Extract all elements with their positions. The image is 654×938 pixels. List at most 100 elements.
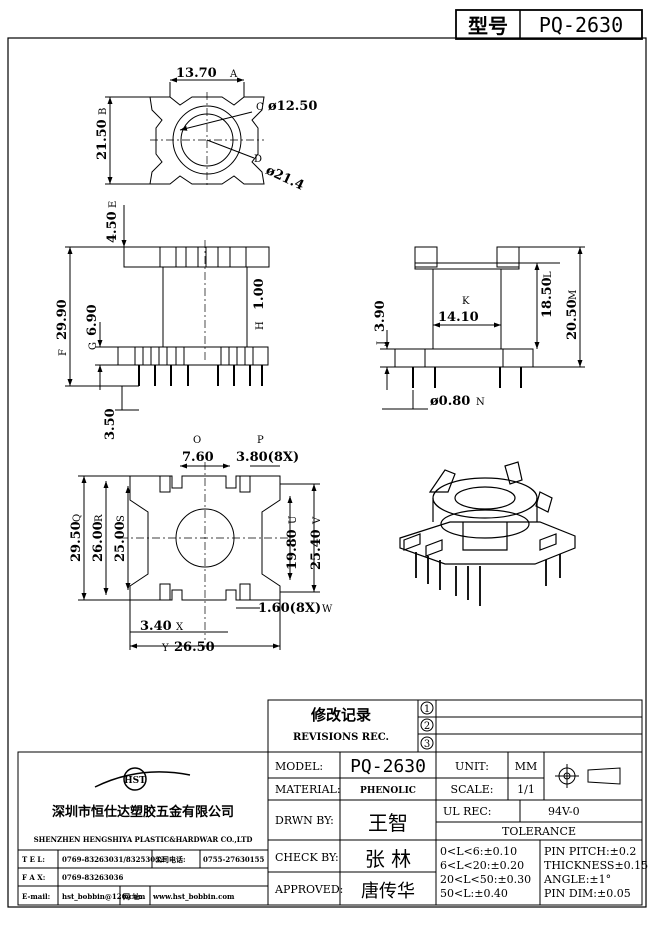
tag-h: H	[255, 321, 266, 330]
top-view	[105, 77, 265, 188]
unit-label: UNIT:	[455, 760, 489, 773]
dim-h: 1.00	[252, 278, 267, 310]
dim-o: 7.60	[182, 450, 214, 465]
check-label: CHECK BY:	[275, 851, 339, 864]
tag-x: X	[176, 622, 184, 633]
email-value: hst_bobbin@126.com	[62, 892, 146, 901]
check-value: 张 林	[365, 847, 411, 871]
tag-n: N	[476, 397, 485, 408]
model-value: PQ-2630	[350, 756, 426, 777]
dim-pin-len: 3.50	[103, 408, 118, 440]
dim-b: 21.50	[95, 119, 110, 160]
dim-k: 14.10	[438, 310, 479, 325]
tol2-row-2: THICKNESS±0.15	[544, 859, 648, 872]
dim-r: 26.00	[91, 521, 106, 562]
company-name-cn: 深圳市恒仕达塑胶五金有限公司	[52, 804, 234, 820]
tag-r: R	[94, 514, 105, 522]
dim-d: ø21.4	[263, 163, 306, 194]
title-model: PQ-2630	[539, 13, 623, 37]
tag-s: S	[116, 515, 127, 522]
rev-3: 3	[424, 739, 430, 750]
ul-value: 94V-0	[548, 805, 580, 818]
tol2-row-1: PIN PITCH:±0.2	[544, 845, 636, 858]
scale-label: SCALE:	[451, 783, 494, 796]
dim-p: 3.80(8X)	[236, 450, 299, 465]
tag-e: E	[108, 201, 119, 208]
side-view	[380, 246, 585, 410]
rev-marker-1	[420, 701, 434, 715]
bottom-view	[78, 462, 320, 650]
projection-symbol-icon	[555, 764, 621, 788]
tag-k: K	[462, 296, 470, 307]
dim-v: 25.40	[309, 529, 324, 570]
email-label: E-mail:	[22, 892, 50, 901]
dim-y: 26.50	[174, 640, 215, 655]
dim-e: 4.50	[105, 211, 120, 243]
rev-marker-3	[420, 736, 434, 750]
company-logo: HST	[94, 767, 191, 791]
tag-u: U	[288, 516, 299, 524]
dim-n: ø0.80	[430, 394, 470, 409]
dim-x: 3.40	[140, 619, 172, 634]
tag-y: Y	[161, 643, 169, 654]
dim-a: 13.70	[176, 66, 217, 81]
tag-v: V	[312, 516, 323, 525]
rev-1: 1	[424, 704, 430, 715]
tag-w: W	[322, 604, 333, 615]
tag-o: O	[193, 435, 201, 446]
model-label: MODEL:	[275, 760, 323, 773]
dim-l: 18.50	[540, 277, 555, 318]
material-value: PHENOLIC	[360, 786, 416, 796]
ul-label: UL REC:	[443, 805, 492, 818]
title-label: 型号	[468, 14, 508, 38]
scale-value: 1/1	[517, 783, 535, 796]
tel-value: 0769-83263031/83253032	[62, 855, 165, 864]
isometric-view	[399, 461, 576, 606]
approved-label: APPROVED:	[274, 883, 343, 896]
tol2-row-4: PIN DIM:±0.05	[544, 887, 631, 900]
tag-q: Q	[72, 514, 83, 522]
dim-s: 25.00	[113, 521, 128, 562]
fax-value: 0769-83263036	[62, 873, 123, 882]
tol-row-4: 50<L:±0.40	[440, 887, 508, 900]
dim-q: 29.50	[69, 521, 84, 562]
material-label: MATERIAL:	[275, 783, 341, 796]
tag-j: J	[376, 341, 387, 346]
tol-row-1: 0<L<6:±0.10	[440, 845, 517, 858]
web-label: 网 址:	[123, 892, 142, 901]
fax-label: F A X:	[22, 873, 45, 882]
rev-2: 2	[424, 721, 430, 732]
phone-value: 0755-27630155	[203, 855, 264, 864]
tag-l: L	[543, 271, 554, 278]
title-box: 型号 PQ-2630	[455, 9, 643, 40]
tolerance-label: TOLERANCE	[502, 825, 576, 838]
dim-j: 3.90	[373, 300, 388, 332]
dim-w: 1.60(8X)	[258, 601, 321, 616]
dim-c: ø12.50	[268, 99, 317, 114]
phone-label: 公司电话:	[155, 855, 186, 864]
logo-text: HST	[124, 776, 146, 786]
revisions-title-en: REVISIONS REC.	[293, 732, 389, 743]
title-block-grid	[17, 699, 643, 906]
tag-d: D	[254, 154, 262, 165]
dim-f: 29.90	[55, 299, 70, 340]
drawn-label: DRWN BY:	[275, 814, 334, 827]
dim-g: 6.90	[85, 304, 100, 336]
dim-m: 20.50	[565, 299, 580, 340]
unit-value: MM	[515, 760, 538, 773]
drawn-value: 王智	[368, 811, 408, 835]
web-value: www.hst_bobbin.com	[152, 892, 235, 901]
revisions-title-cn: 修改记录	[310, 706, 371, 724]
tag-a: A	[229, 69, 238, 80]
tol2-row-3: ANGLE:±1°	[543, 873, 611, 886]
tol-row-2: 6<L<20:±0.20	[440, 859, 524, 872]
company-name-en: SHENZHEN HENGSHIYA PLASTIC&HARDWAR CO.,L…	[34, 835, 253, 844]
dim-u: 19.80	[285, 529, 300, 570]
front-view	[65, 205, 270, 411]
tag-b: B	[98, 108, 109, 115]
tag-g: G	[88, 342, 99, 350]
tel-label: T E L:	[22, 855, 45, 864]
tag-m: M	[568, 290, 579, 300]
tag-c: C	[256, 102, 264, 113]
